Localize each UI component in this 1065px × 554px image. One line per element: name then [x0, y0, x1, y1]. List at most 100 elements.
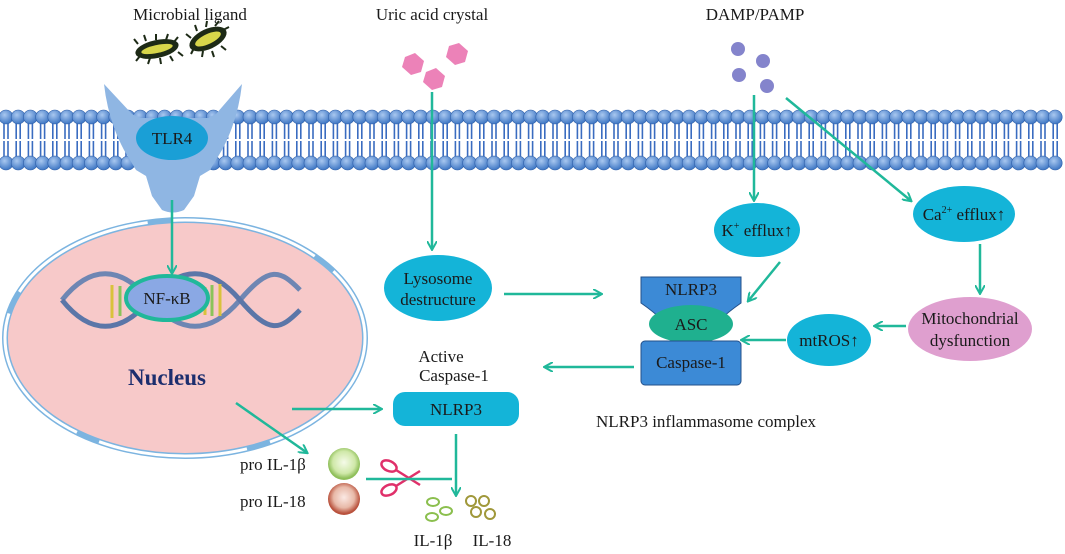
pro-il1b-sphere [328, 448, 360, 480]
lipid-tail [832, 123, 839, 157]
arrow-nucleus-pro [235, 401, 306, 452]
lipid-head [242, 109, 258, 125]
lipid-tail [88, 123, 95, 157]
lipid-head [413, 155, 429, 171]
ca-efflux-label: Ca2+ efflux↑ [923, 205, 1006, 224]
lipid-tail [3, 123, 9, 157]
il1b-particles [425, 497, 453, 522]
dna-helix-icon [60, 271, 302, 329]
lipid-tail [381, 123, 387, 157]
lipid-head [450, 155, 465, 171]
pro-il1b-label: pro IL-1β [240, 455, 306, 474]
lipid-tail [344, 123, 351, 157]
lipid-head [71, 109, 87, 125]
lipid-tail [967, 123, 973, 157]
lipid-tail [735, 123, 741, 157]
k-efflux-rest: efflux↑ [739, 221, 792, 240]
tlr4-label: TLR4 [152, 129, 193, 148]
lipid-tail [845, 123, 851, 157]
lipid-tail [649, 123, 656, 157]
nlrp3-label: NLRP3 [665, 280, 717, 299]
active-label-2: Caspase-1 [419, 366, 489, 385]
lipid-head [267, 109, 282, 125]
lipid-tail [674, 123, 680, 157]
lipid-tail [552, 123, 558, 157]
lipid-head [352, 155, 368, 171]
lipid-tail [942, 123, 949, 157]
lipid-head [230, 155, 246, 171]
lipid-head [303, 155, 319, 171]
nfkb-label: NF-κB [143, 289, 190, 308]
lipid-tail [893, 123, 900, 157]
lipid-tail [930, 123, 936, 157]
lipid-tail [771, 123, 778, 157]
k-efflux-node [714, 203, 800, 257]
lipid-tail [723, 123, 729, 157]
lipid-head [96, 109, 111, 125]
arrow-k-nlrp3 [749, 261, 781, 300]
lysosome-label-1: Lysosome [404, 269, 473, 288]
lipid-tail [442, 123, 448, 157]
lipid-tail [564, 123, 570, 157]
lipid-tail [906, 123, 912, 157]
lipid-tail [369, 123, 375, 157]
lipid-head [291, 109, 307, 125]
lipid-tail [64, 123, 70, 157]
caspase-label: Caspase-1 [656, 353, 726, 372]
crystal-icon [402, 43, 468, 90]
lipid-head [486, 155, 502, 171]
lipid-head [498, 155, 514, 171]
lipid-tail [357, 123, 363, 157]
lipid-head [486, 109, 502, 125]
lipid-tail [588, 123, 595, 157]
virus-icon [185, 20, 230, 58]
lipid-head [328, 155, 343, 171]
il18-particles [465, 495, 496, 520]
lipid-tail [39, 123, 46, 157]
mito-label-1: Mitochondrial [921, 309, 1019, 328]
tlr4-receptor [104, 84, 242, 213]
pro-il18-label: pro IL-18 [240, 492, 306, 511]
lipid-tail [527, 123, 534, 157]
lipid-head [364, 155, 380, 171]
lipid-head [218, 155, 233, 171]
active-label-1: Active [418, 347, 463, 366]
lipid-tail [393, 123, 400, 157]
k-efflux-base: K [722, 221, 735, 240]
mito-label-2: dysfunction [930, 331, 1011, 350]
ca-efflux-base: Ca [923, 205, 942, 224]
lysosome-node [384, 255, 492, 321]
lipid-tail [991, 123, 997, 157]
lipid-head [303, 109, 319, 125]
lipid-head [413, 109, 429, 125]
lipid-tail [308, 123, 314, 157]
lipid-tail [466, 123, 473, 157]
lipid-head [1047, 109, 1063, 125]
ca-efflux-sup: 2+ [942, 205, 953, 216]
lipid-head [498, 109, 514, 125]
lipid-tail [15, 123, 21, 157]
active-nlrp3-label: NLRP3 [430, 400, 482, 419]
nucleus [2, 217, 368, 459]
lipid-tail [881, 123, 888, 157]
lipid-tail [503, 123, 509, 157]
lipid-head [267, 155, 282, 171]
lipid-tail [100, 123, 107, 157]
mito-node [908, 297, 1032, 361]
lipid-tail [515, 123, 522, 157]
lipid-head [474, 155, 490, 171]
lipid-head [1011, 155, 1026, 171]
lipid-tail [625, 123, 631, 157]
lipid-tail [954, 123, 961, 157]
lipid-tail [698, 123, 705, 157]
k-efflux-label: K+ efflux↑ [722, 221, 793, 240]
lipid-tail [686, 123, 692, 157]
lipid-tail [710, 123, 717, 157]
mtros-label: mtROS↑ [799, 331, 859, 350]
damp-pamp-label: DAMP/PAMP [706, 5, 805, 24]
lipid-tail [259, 123, 265, 157]
virus-icon [133, 33, 184, 65]
lipid-tail [576, 123, 583, 157]
lipid-tail [808, 123, 814, 157]
